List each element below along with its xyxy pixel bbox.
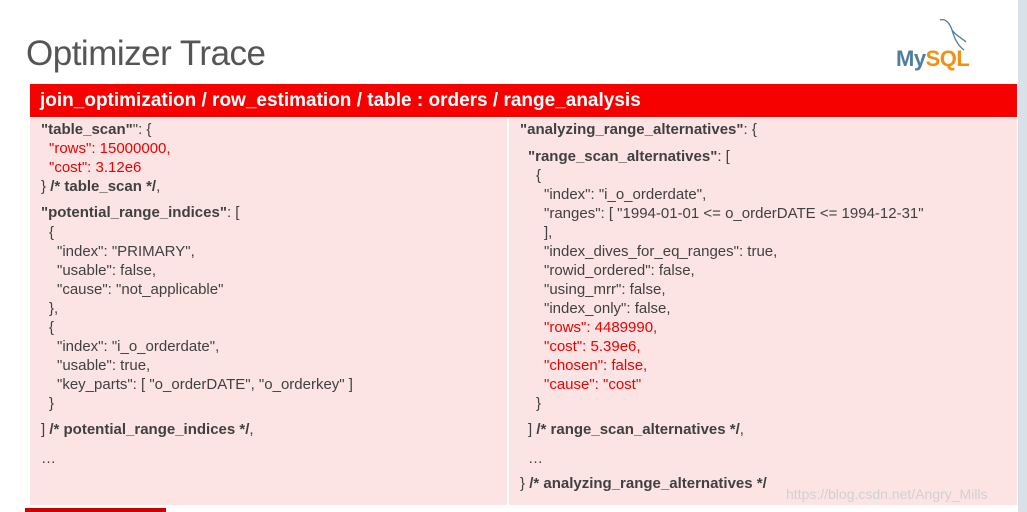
mysql-dolphin-icon xyxy=(939,18,967,51)
code-line: } /* analyzing_range_alternatives */ xyxy=(520,475,767,492)
code-text: , xyxy=(739,421,744,438)
code-text: }, xyxy=(49,300,59,317)
code-line: "index": "i_o_orderdate", xyxy=(57,338,219,355)
code-line: "potential_range_indices": [ xyxy=(41,204,239,221)
code-text: "chosen": false, xyxy=(544,357,648,374)
code-text: "index_dives_for_eq_ranges": true, xyxy=(544,243,778,260)
code-text: … xyxy=(528,450,543,467)
code-line: "ranges": [ "1994-01-01 <= o_orderDATE <… xyxy=(544,205,924,222)
code-line: … xyxy=(41,450,56,467)
code-line: } xyxy=(49,395,54,412)
code-line: } /* table_scan */, xyxy=(41,178,160,195)
code-text: , xyxy=(156,178,161,195)
code-line: ] /* potential_range_indices */, xyxy=(41,421,254,438)
code-text: : [ xyxy=(226,204,240,221)
code-text: ": { xyxy=(132,121,152,138)
code-text: "index_only": false, xyxy=(544,300,671,317)
code-line: "rowid_ordered": false, xyxy=(544,262,695,279)
code-line: "rows": 4489990, xyxy=(544,319,657,336)
code-text: ], xyxy=(544,224,553,241)
code-text: "usable": true, xyxy=(57,357,151,374)
code-text: : { xyxy=(743,121,757,138)
code-key: "potential_range_indices" xyxy=(41,204,227,221)
code-text: ] xyxy=(41,421,50,438)
code-text: "index": "PRIMARY", xyxy=(57,243,195,260)
code-line: "rows": 15000000, xyxy=(49,140,171,157)
code-line: "cost": 5.39e6, xyxy=(544,338,641,355)
code-text: { xyxy=(49,319,55,336)
code-line: "cause": "not_applicable" xyxy=(57,281,223,298)
code-key: /* potential_range_indices */ xyxy=(49,421,250,438)
code-text: { xyxy=(49,224,55,241)
window-edge xyxy=(1018,0,1027,512)
logo-my: My xyxy=(896,46,926,71)
code-text: { xyxy=(536,167,542,184)
code-line: "key_parts": [ "o_orderDATE", "o_orderke… xyxy=(57,376,353,393)
code-key: /* range_scan_alternatives */ xyxy=(536,421,740,438)
code-line: } xyxy=(536,395,541,412)
code-line: ], xyxy=(544,224,552,241)
code-line: "index": "i_o_orderdate", xyxy=(544,186,706,203)
code-text: "rowid_ordered": false, xyxy=(544,262,695,279)
code-text: "key_parts": [ "o_orderDATE", "o_orderke… xyxy=(57,376,353,393)
code-text: } xyxy=(41,178,51,195)
code-text: ] xyxy=(528,421,537,438)
code-text: "cost": 3.12e6 xyxy=(49,159,142,176)
code-key: /* table_scan */ xyxy=(50,178,157,195)
code-line: "cause": "cost" xyxy=(544,376,641,393)
code-line: "table_scan"": { xyxy=(41,121,151,138)
code-line: "index_only": false, xyxy=(544,300,671,317)
code-line: { xyxy=(49,224,54,241)
code-text: "usable": false, xyxy=(57,262,157,279)
code-line: "usable": true, xyxy=(57,357,150,374)
code-text: "index": "i_o_orderdate", xyxy=(544,186,707,203)
code-key: "range_scan_alternatives" xyxy=(528,148,718,165)
code-text: "using_mrr": false, xyxy=(544,281,666,298)
code-line: "index_dives_for_eq_ranges": true, xyxy=(544,243,777,260)
code-text: "cost": 5.39e6, xyxy=(544,338,641,355)
footer-accent-bar xyxy=(25,508,166,512)
code-line: }, xyxy=(49,300,58,317)
code-text: } xyxy=(520,475,530,492)
code-line: "usable": false, xyxy=(57,262,156,279)
code-text: … xyxy=(41,450,56,467)
code-key: "analyzing_range_alternatives" xyxy=(520,121,744,138)
code-text: "cause": "not_applicable" xyxy=(57,281,224,298)
code-text: "index": "i_o_orderdate", xyxy=(57,338,220,355)
code-line: "index": "PRIMARY", xyxy=(57,243,195,260)
code-line: "chosen": false, xyxy=(544,357,647,374)
code-line: … xyxy=(528,450,543,467)
code-line: { xyxy=(536,167,541,184)
mysql-logo: MySQL xyxy=(896,16,976,76)
slide-title: Optimizer Trace xyxy=(26,34,266,73)
code-line: { xyxy=(49,319,54,336)
code-text: , xyxy=(249,421,254,438)
code-key: /* analyzing_range_alternatives */ xyxy=(529,475,767,492)
code-text: "cause": "cost" xyxy=(544,376,642,393)
code-text: : [ xyxy=(717,148,730,165)
code-line: "using_mrr": false, xyxy=(544,281,666,298)
code-line: "cost": 3.12e6 xyxy=(49,159,141,176)
section-banner: join_optimization / row_estimation / tab… xyxy=(30,84,1017,117)
left-code-panel: "table_scan"": { "rows": 15000000, "cost":… xyxy=(30,118,507,505)
right-code-panel: "analyzing_range_alternatives": { "range_… xyxy=(509,118,1017,505)
logo-sql: SQL xyxy=(925,46,970,71)
code-line: "analyzing_range_alternatives": { xyxy=(520,121,757,138)
code-text: } xyxy=(536,395,542,412)
code-text: "ranges": [ "1994-01-01 <= o_orderDATE <… xyxy=(544,205,924,222)
code-line: ] /* range_scan_alternatives */, xyxy=(528,421,744,438)
code-key: "table_scan" xyxy=(41,121,133,138)
code-text: "rows": 15000000, xyxy=(49,140,171,157)
watermark: https://blog.csdn.net/Angry_Mills xyxy=(786,486,988,502)
code-text: } xyxy=(49,395,55,412)
code-line: "range_scan_alternatives": [ xyxy=(528,148,730,165)
code-text: "rows": 4489990, xyxy=(544,319,658,336)
